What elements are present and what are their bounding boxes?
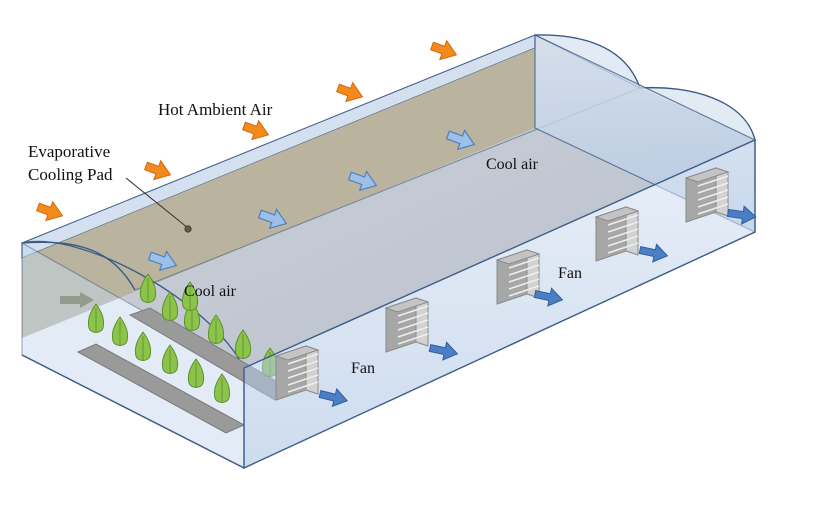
pad-label-line1: Evaporative [28, 142, 110, 161]
exhaust-fan-icon [595, 206, 639, 262]
fan-label-bottom: Fan [351, 360, 375, 377]
orange-arrow-icon [34, 197, 67, 226]
hot-air-label: Hot Ambient Air [158, 100, 273, 119]
exhaust-fan-icon [275, 345, 319, 401]
pad-leader-dot [184, 225, 192, 233]
bottom-edge [21, 354, 245, 469]
cool-air-label-mid: Cool air [184, 283, 237, 300]
orange-arrow-icon [428, 36, 461, 65]
fan-label-right: Fan [558, 265, 582, 282]
orange-arrow-icon [240, 116, 273, 145]
orange-arrow-icon [142, 156, 175, 185]
exhaust-fan-icon [685, 167, 729, 223]
cool-air-arrows [60, 125, 479, 308]
orange-arrow-icon [334, 78, 367, 107]
pad-label-line2: Cooling Pad [28, 165, 113, 184]
inlet-arrow [60, 292, 94, 308]
left-end-arch [21, 240, 245, 369]
exhaust-fan-icon [385, 297, 429, 353]
cool-air-label-top: Cool air [486, 156, 539, 173]
front-wall-edge [243, 138, 756, 470]
evaporative-cooling-pad [22, 48, 535, 338]
exhaust-fan-icon [496, 249, 540, 305]
pad-leader-line [125, 177, 189, 229]
front-roof-arch [21, 241, 136, 291]
